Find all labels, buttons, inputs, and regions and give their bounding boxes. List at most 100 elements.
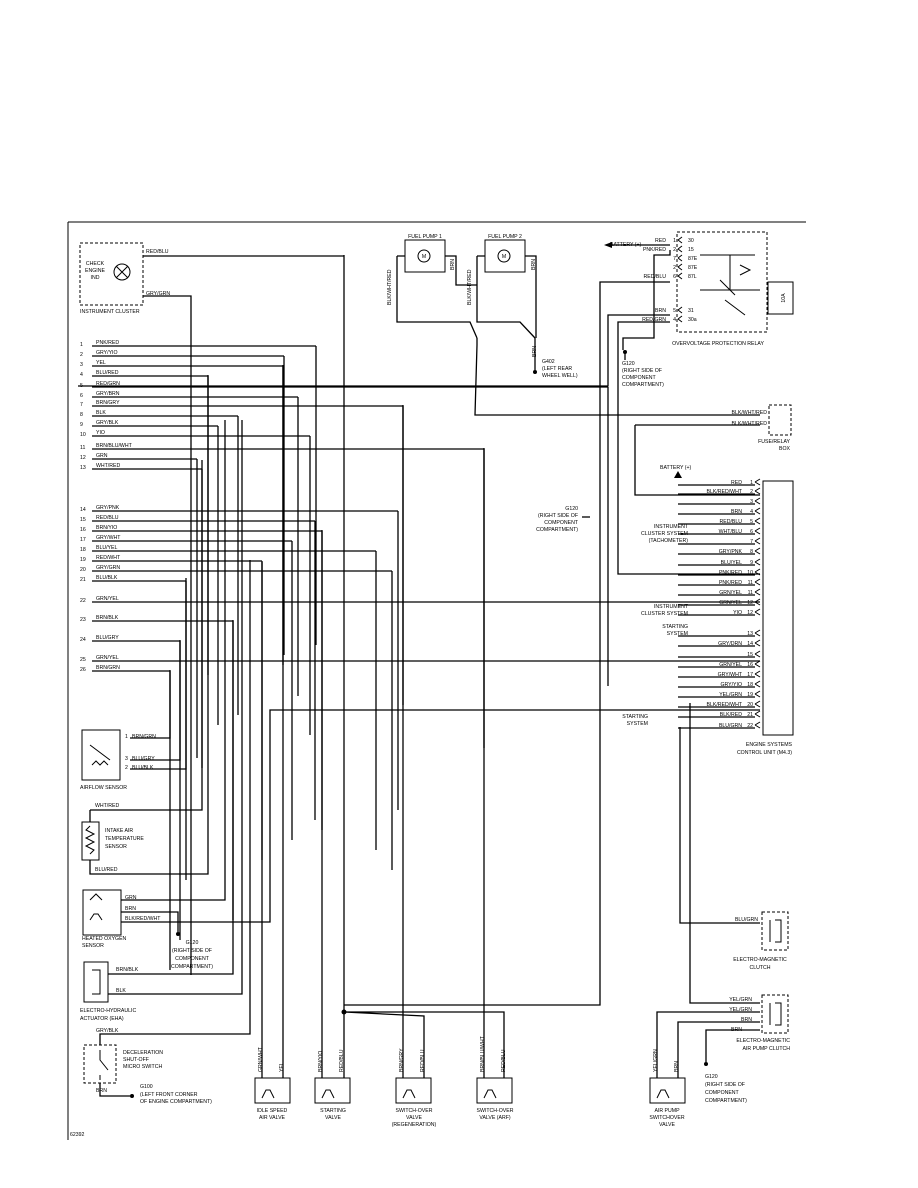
ecu-right-wire-label: GRN/YEL: [719, 662, 742, 668]
ecu-right-wire-label: RED: [731, 480, 742, 486]
ecu-right-pin: 9: [750, 560, 753, 566]
ecu-connector-icon: [754, 517, 761, 525]
ecu-left-pin: 24: [80, 637, 86, 643]
ecu-right-wire-label: BLK/RED: [720, 712, 742, 718]
relay-pin-label: 31: [688, 308, 694, 314]
ecu-connector-icon: [754, 608, 761, 616]
ecu-right-pin: 7: [750, 539, 753, 545]
ecu-left-wire-label: GRY/PNK: [96, 505, 120, 511]
ecu-connector-icon: [754, 507, 761, 515]
ecu-right-wire-label: PNK/RED: [719, 570, 742, 576]
ecu-left-pin: 10: [80, 432, 86, 438]
ecu-left-wire-label: BRN/GRN: [96, 665, 120, 671]
ecu-connector-icon: [754, 639, 761, 647]
ecu-left-wire-label: BRN/BLK: [96, 615, 119, 621]
ecu-connector-icon: [754, 680, 761, 688]
ecu-connector-icon: [754, 478, 761, 486]
ecu-left-wire-label: BLU/GRY: [96, 635, 119, 641]
ecu-right-pin: 8: [750, 549, 753, 555]
relay-pin-label: 87E: [688, 256, 698, 262]
ecu-connector-icon: [754, 537, 761, 545]
ecu-left-pin: 13: [80, 465, 86, 471]
svg-text:BLK/WHT/RED: BLK/WHT/RED: [467, 269, 473, 305]
svg-text:GRY/BLK: GRY/BLK: [96, 1028, 119, 1034]
ecu-right-pin: 3: [750, 499, 753, 505]
ecu-right-pin: 12: [747, 610, 753, 616]
relay-pin-number: 6: [673, 274, 676, 280]
svg-text:AIRFLOW SENSOR: AIRFLOW SENSOR: [80, 785, 127, 791]
ecu-right-wire-label: YIO: [733, 610, 742, 616]
ecu-right-wire-label: PNK/RED: [719, 580, 742, 586]
svg-text:BRN/GRY: BRN/GRY: [399, 1048, 405, 1072]
relay-connector-icon: [677, 272, 683, 280]
ecu-connector-icon: [754, 568, 761, 576]
svg-text:BLU/GRY: BLU/GRY: [132, 756, 155, 762]
ecu-left-pin: 6: [80, 393, 83, 399]
ecu-left-pin: 17: [80, 537, 86, 543]
relay-pin-label: 15: [688, 247, 694, 253]
ecu-right-pin: 5: [750, 519, 753, 525]
ecu-left-wire-label: RED/BLU: [96, 515, 119, 521]
ecu-left-wire-label: BLU/YEL: [96, 545, 117, 551]
ecu-right-pin: 12: [747, 600, 753, 606]
relay-wire-label: RED: [655, 238, 666, 244]
ecu-right-pin: 1: [750, 480, 753, 486]
ecu-right-wire-label: GRY/DRN: [718, 641, 742, 647]
relay-wire-label: PNK/RED: [643, 247, 666, 253]
ecu-right-pin: 18: [747, 682, 753, 688]
ecu-right-pin: 11: [748, 590, 753, 596]
ecu-left-wire-label: BRN/YIO: [96, 525, 117, 531]
ecu-left-wire-label: PNK/RED: [96, 340, 119, 346]
ecu-connector-icon: [754, 650, 761, 658]
svg-text:BRN/GRN: BRN/GRN: [132, 734, 156, 740]
ecu-connector-icon: [754, 527, 761, 535]
ecu-left-wire-label: YIO: [96, 430, 105, 436]
ecu-left-pin: 9: [80, 422, 83, 428]
svg-text:YEL/GRN: YEL/GRN: [653, 1049, 659, 1072]
ecu-left-pin: 2: [80, 352, 83, 358]
ecu-left-pin: 23: [80, 617, 86, 623]
ecu-left-pin: 4: [80, 372, 83, 378]
ecu-connector-icon: [754, 547, 761, 555]
ecu-right-pin: 15: [747, 652, 753, 658]
svg-text:BLU/BLK: BLU/BLK: [132, 765, 154, 771]
ecu-connector-icon: [754, 721, 761, 729]
ecu-left-wire-label: WHT/RED: [96, 463, 120, 469]
ecu-right-pin: 13: [747, 631, 753, 637]
ecu-right-pin: 6: [750, 529, 753, 535]
svg-text:BRN: BRN: [741, 1017, 752, 1023]
ecu-right-pin: 10: [747, 570, 753, 576]
ecu-left-pin: 26: [80, 667, 86, 673]
relay-connector-icon: [677, 245, 683, 253]
relay-pin-label: 30a: [688, 317, 697, 323]
relay-pin-number: 7: [673, 256, 676, 262]
ecu-connector-icon: [754, 578, 761, 586]
relay-wire-label: BRN: [655, 308, 666, 314]
svg-text:GRN: GRN: [125, 895, 137, 901]
ecu-left-wire-label: BRN/BLU/WHT: [96, 443, 133, 449]
svg-text:RED/BLU: RED/BLU: [339, 1049, 345, 1072]
svg-text:M: M: [422, 254, 426, 260]
relay-pin-number: 4: [673, 317, 676, 323]
ecu-left-wire-label: GRN/YEL: [96, 596, 119, 602]
ecu-connector-icon: [754, 558, 761, 566]
ecu-left-pin: 11: [80, 445, 85, 451]
ecu-left-pin: 8: [80, 412, 83, 418]
relay-pin-number: 2: [673, 265, 676, 271]
ecu-left-pin: 18: [80, 547, 86, 553]
ecu-connector-icon: [754, 670, 761, 678]
svg-text:BLU/RED: BLU/RED: [95, 867, 118, 873]
